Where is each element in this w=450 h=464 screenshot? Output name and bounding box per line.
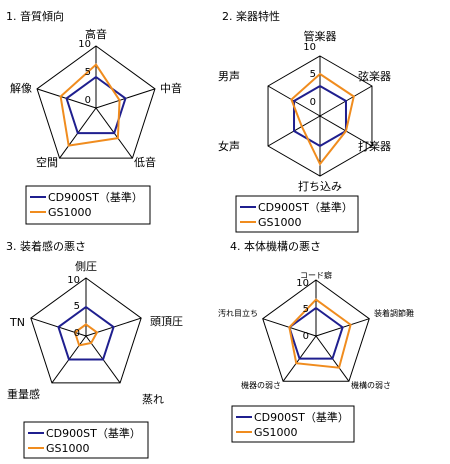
legend-box (23, 421, 149, 459)
scale-label: 10 (296, 278, 309, 289)
legend: CD900ST（基準） GS1000 (231, 405, 355, 443)
axis-label: TN (9, 316, 25, 329)
radar-grid (262, 279, 370, 382)
chart-title: 3. 装着感の悪さ (6, 239, 86, 253)
series-gs1000-line (73, 323, 99, 347)
axis-label: 男声 (218, 69, 240, 83)
axis-label: 管楽器 (304, 29, 337, 43)
chart-title: 4. 本体機構の悪さ (230, 239, 321, 253)
scale-label: 0 (85, 95, 91, 106)
legend: CD900ST（基準） GS1000 (235, 195, 359, 233)
legend-entry: GS1000 (46, 442, 90, 455)
series-gs1000-line (59, 63, 121, 147)
series-cd900st-line (65, 75, 127, 135)
legend-entry: CD900ST（基準） (258, 200, 353, 214)
legend-entry: CD900ST（基準） (46, 426, 141, 440)
scale-label: 0 (74, 328, 80, 339)
axis-label: 機器の弱さ (241, 380, 281, 390)
scale-label: 5 (74, 301, 80, 312)
scale-label: 0 (310, 97, 316, 108)
axis-label: 重量感 (7, 387, 40, 401)
axis-label: 女声 (218, 139, 240, 153)
axis-label: 空間 (36, 155, 58, 169)
axis-label: 低音 (134, 155, 156, 169)
legend-box (231, 405, 355, 443)
axis-label: 機構の弱さ (351, 380, 391, 390)
axis-label: コード癖 (300, 270, 332, 280)
radar-grid (36, 45, 156, 159)
scale-label: 5 (85, 67, 91, 78)
chart-title: 2. 楽器特性 (222, 9, 280, 23)
scale-label: 10 (67, 275, 80, 286)
scale-label: 0 (303, 331, 309, 342)
axis-label: 解像 (10, 81, 32, 95)
axis-label: 蒸れ (142, 393, 164, 406)
legend-box (25, 185, 151, 225)
axis-label: 中音 (160, 81, 182, 95)
axis-label: 高音 (85, 27, 107, 41)
legend-entry: GS1000 (254, 426, 298, 439)
legend-entry: CD900ST（基準） (48, 190, 143, 204)
scale-label: 10 (303, 42, 316, 53)
legend-entry: GS1000 (258, 216, 302, 229)
axis-label: 打楽器 (358, 139, 391, 153)
scale-label: 5 (303, 304, 309, 315)
axis-label: 打ち込み (298, 179, 342, 193)
chart-title: 1. 音質傾向 (6, 9, 64, 23)
axis-label: 装着調節難 (374, 308, 414, 318)
axis-label: 側圧 (75, 260, 97, 273)
radar-grid (30, 277, 142, 384)
scale-label: 5 (310, 69, 316, 80)
scale-label: 10 (78, 39, 91, 50)
axis-label: 頭頂圧 (150, 315, 183, 328)
legend-box (235, 195, 359, 233)
series-cd900st-line (293, 84, 347, 148)
series-gs1000-line (288, 298, 352, 369)
legend: CD900ST（基準） GS1000 (23, 421, 149, 459)
legend-entry: GS1000 (48, 206, 92, 219)
series-gs1000-line (290, 72, 355, 166)
axis-label: 汚れ目立ち (218, 308, 258, 318)
legend-entry: CD900ST（基準） (254, 410, 349, 424)
legend: CD900ST（基準） GS1000 (25, 185, 151, 225)
series-cd900st-line (57, 305, 115, 361)
axis-label: 弦楽器 (358, 69, 391, 83)
